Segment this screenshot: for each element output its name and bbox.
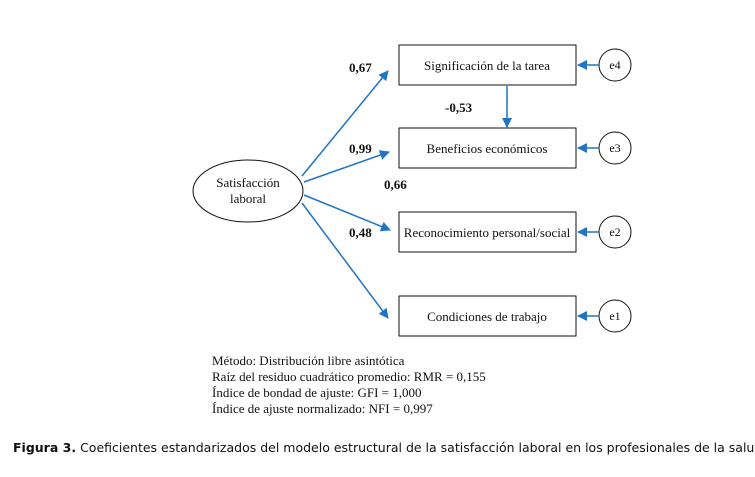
box-label-reconocimiento: Reconocimiento personal/social [404, 225, 571, 240]
coef-significacion: 0,67 [349, 60, 372, 75]
coef-reconocimiento: 0,48 [349, 225, 372, 240]
box-label-condiciones: Condiciones de trabajo [427, 309, 547, 324]
path-arrow-significacion [301, 70, 389, 177]
note-rmr: Raíz del residuo cuadrático promedio: RM… [212, 369, 486, 384]
latent-label-line1: Satisfacción [216, 175, 280, 190]
latent-label-line2: laboral [230, 191, 266, 206]
model-fit-notes: Método: Distribución libre asintótica Ra… [212, 353, 486, 417]
figure-label: Figura 3. [13, 440, 77, 455]
error-term-e2: e2 [598, 215, 632, 249]
box-beneficios-economicos: Beneficios económicos [398, 127, 577, 169]
error-term-e4: e4 [598, 48, 632, 82]
path-arrow-condiciones [301, 202, 389, 319]
box-label-beneficios: Beneficios económicos [427, 141, 548, 156]
coef-beneficios: 0,99 [349, 141, 372, 156]
error-term-e3: e3 [598, 131, 632, 165]
error-label-e2: e2 [609, 225, 620, 239]
latent-satisfaccion-laboral: Satisfacción laboral [192, 159, 304, 223]
box-significacion-tarea: Significación de la tarea [398, 44, 577, 86]
error-label-e1: e1 [609, 309, 620, 323]
note-nfi: Índice de ajuste normalizado: NFI = 0,99… [212, 401, 433, 416]
note-gfi: Índice de bondad de ajuste: GFI = 1,000 [212, 385, 422, 400]
error-label-e4: e4 [609, 58, 620, 72]
error-label-e3: e3 [609, 141, 620, 155]
figure-caption: Figura 3. Coeficientes estandarizados de… [13, 440, 755, 455]
path-arrow-beneficios [303, 150, 390, 183]
coef-significacion-to-beneficios: -0,53 [445, 100, 473, 115]
error-term-e1: e1 [598, 299, 632, 333]
box-label-significacion: Significación de la tarea [424, 58, 550, 73]
box-reconocimiento-personal-social: Reconocimiento personal/social [398, 211, 577, 253]
figure-caption-text: Coeficientes estandarizados del modelo e… [80, 440, 755, 455]
box-condiciones-trabajo: Condiciones de trabajo [398, 295, 577, 337]
note-method: Método: Distribución libre asintótica [212, 353, 405, 368]
coef-condiciones: 0,66 [384, 177, 407, 192]
path-arrow-reconocimiento [303, 194, 391, 232]
